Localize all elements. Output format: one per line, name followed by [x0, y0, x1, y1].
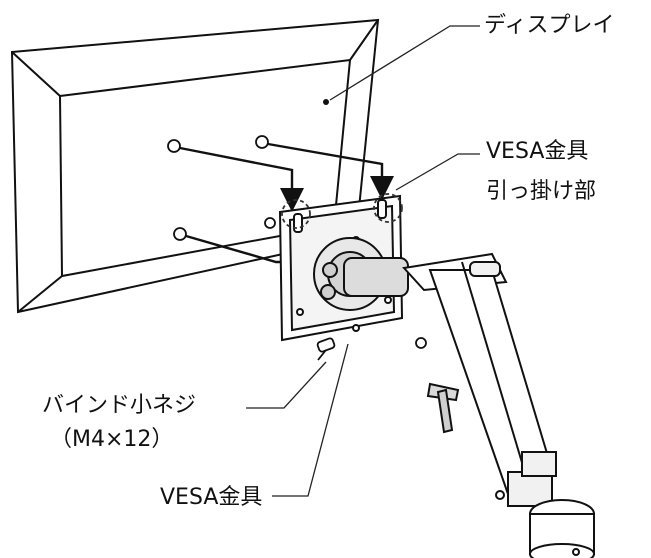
bottom-screws: [316, 337, 427, 361]
hook-label-line1: VESA金具: [486, 139, 589, 164]
screw-icon: [415, 337, 427, 349]
display-leader-dot: [323, 99, 329, 105]
screw-label-line1: バインド小ネジ: [42, 393, 197, 418]
screw-icon: [264, 217, 276, 229]
display-label: ディスプレイ: [484, 13, 615, 38]
screw-icon: [173, 227, 187, 241]
hook-highlight: [281, 193, 403, 229]
screw-label-line2: （M4×12）: [50, 427, 174, 452]
leader-lines: [246, 25, 480, 497]
hook-label-line2: 引っ掛け部: [486, 179, 597, 204]
screw-icon: [255, 135, 269, 149]
display-monitor: [10, 18, 380, 314]
screw-icon: [167, 139, 181, 153]
screw-icon-group: [167, 135, 276, 241]
bracket-label: VESA金具: [160, 485, 263, 510]
vesa-bracket: [278, 194, 409, 342]
monitor-arm: [402, 252, 595, 558]
